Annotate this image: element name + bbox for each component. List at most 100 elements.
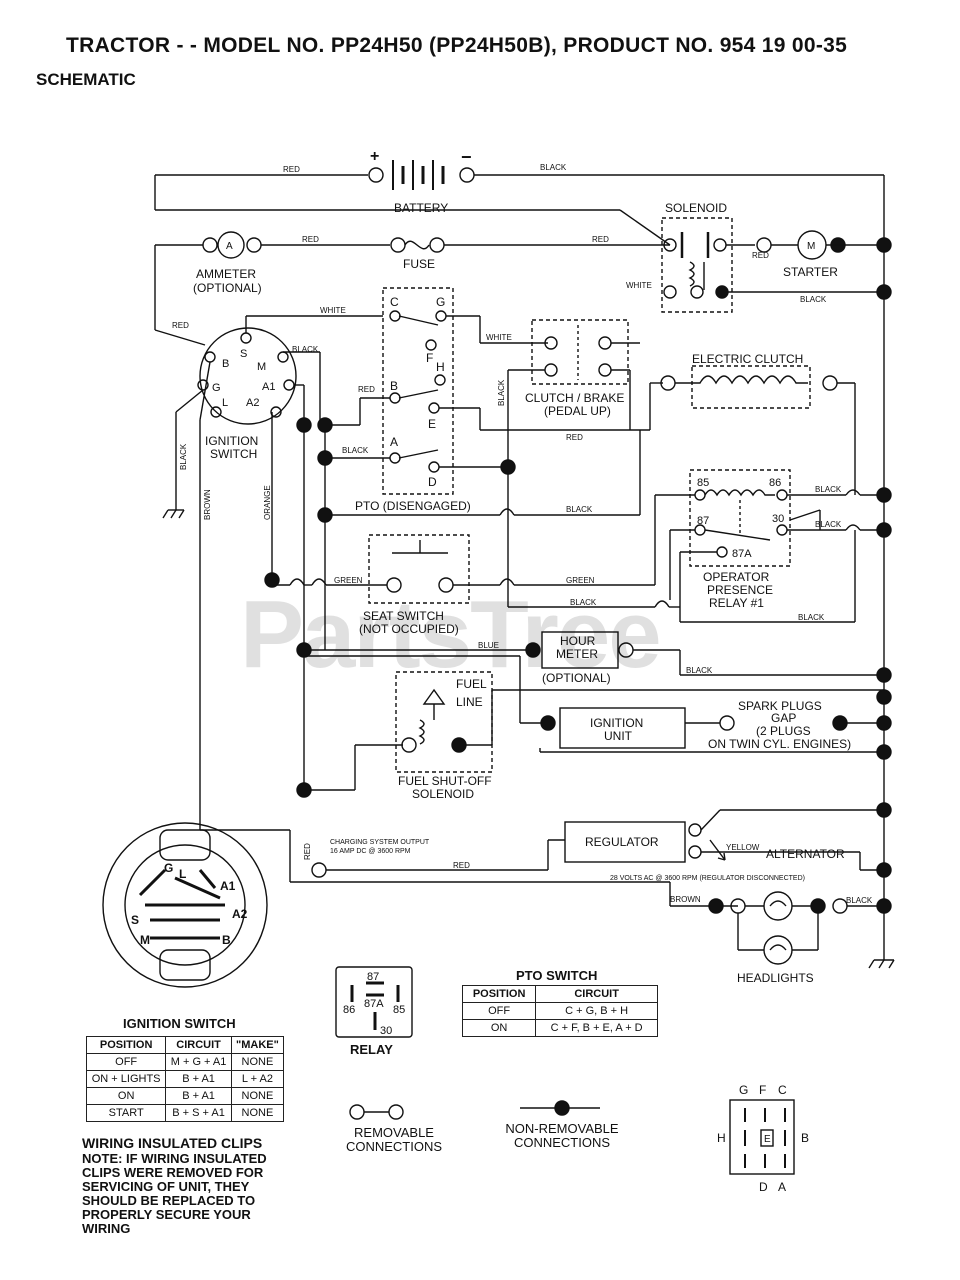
relay-legend-87: 87 (367, 971, 379, 983)
removable-legend-2: CONNECTIONS (345, 1139, 443, 1154)
table-row: ON + LIGHTS B + A1 L + A2 (85, 1070, 285, 1088)
wire-label-brown-headlights: BROWN (670, 895, 701, 904)
removable-legend-1: REMOVABLE (354, 1125, 434, 1140)
fuel-shutoff-solenoid (395, 671, 892, 773)
watermark: PartsTree (240, 581, 662, 688)
ign-view-a2: A2 (232, 907, 248, 921)
relay-term-87: 87 (697, 515, 709, 527)
relay-term-86: 86 (769, 477, 781, 489)
alternator-note: 28 VOLTS AC @ 3600 RPM (REGULATOR DISCON… (610, 875, 805, 882)
starter-m: M (807, 241, 815, 252)
seat-switch-label-2: (NOT OCCUPIED) (359, 622, 459, 636)
nonremovable-legend-1: NON-REMOVABLE (505, 1121, 619, 1136)
pto-table-caption: PTO SWITCH (516, 968, 598, 983)
ign-view-s: S (131, 913, 139, 927)
battery-label: BATTERY (394, 201, 448, 215)
wire-label-black-ground: BLACK (179, 443, 188, 470)
note-heading: WIRING INSULATED CLIPS (82, 1135, 263, 1151)
pto-term-b: B (390, 379, 398, 393)
regulator-label: REGULATOR (585, 835, 659, 849)
pto-switch-table: POSITION CIRCUIT OFF C + G, B + H ON C +… (461, 985, 658, 1037)
relay-label-2: PRESENCE (707, 583, 773, 597)
black-seat-relay-wire (507, 467, 680, 608)
alternator-label: ALTERNATOR (766, 847, 845, 861)
wire-label-green-relay: GREEN (566, 576, 595, 585)
table-cell: ON + LIGHTS (85, 1070, 167, 1088)
starter-label: STARTER (783, 265, 838, 279)
ammeter-a: A (226, 241, 233, 252)
wire-label-yellow: YELLOW (726, 843, 760, 852)
wire-label-blue: BLUE (478, 641, 499, 650)
pto-relay-wire (325, 430, 641, 516)
charging-label-2: 16 AMP DC @ 3600 RPM (330, 848, 411, 855)
wire-label-black-ign: BLACK (292, 345, 319, 354)
ign-term-l: L (222, 397, 228, 409)
ign-term-g: G (212, 382, 221, 394)
connection-legend (349, 1100, 600, 1120)
wire-label-black-hour: BLACK (686, 666, 713, 675)
table-row: OFF C + G, B + H (461, 1002, 658, 1020)
spark-label-2: GAP (771, 711, 796, 725)
table-header: "MAKE" (230, 1036, 285, 1054)
table-cell: NONE (230, 1087, 285, 1105)
pto-pin-e: E (764, 1134, 771, 1145)
page-title: TRACTOR - - MODEL NO. PP24H50 (PP24H50B)… (66, 34, 848, 57)
wire-label-red-pto: RED (358, 385, 375, 394)
pto-pin-a: A (778, 1180, 786, 1194)
relay-term-85: 85 (697, 477, 709, 489)
pto-pin-g: G (739, 1083, 748, 1097)
relay-term-30: 30 (772, 513, 784, 525)
pto-pin-c: C (778, 1083, 787, 1097)
table-header: CIRCUIT (535, 985, 658, 1003)
table-row: OFF M + G + A1 NONE (85, 1053, 285, 1071)
battery (154, 160, 884, 246)
ammeter-optional: (OPTIONAL) (193, 281, 262, 295)
wire-label-green-seat: GREEN (334, 576, 363, 585)
ign-term-s: S (240, 348, 247, 360)
note-text: NOTE: IF WIRING INSULATED CLIPS WERE REM… (82, 1151, 267, 1236)
spark-label-3: (2 PLUGS (756, 724, 811, 738)
headlights (708, 891, 895, 969)
regulator-alternator (200, 782, 892, 907)
table-cell: START (85, 1104, 167, 1122)
wire-label-red-regulator: RED (453, 861, 470, 870)
fuel-line-label-1: FUEL (456, 677, 487, 691)
ground-junctions (264, 417, 892, 914)
ignition-switch-label-2: SWITCH (210, 447, 257, 461)
wire-label-white-solenoid: WHITE (626, 281, 652, 290)
wire-label-black-pto: BLACK (342, 446, 369, 455)
relay-legend-diagram (335, 966, 413, 1038)
relay-legend-85: 85 (393, 1004, 405, 1016)
starter (728, 230, 892, 300)
battery-minus: − (461, 147, 472, 167)
ignition-switch-detail (102, 822, 268, 988)
ign-term-b: B (222, 358, 229, 370)
ammeter-fuse-line (154, 231, 670, 346)
table-cell: B + A1 (165, 1087, 232, 1105)
hour-meter (304, 631, 892, 683)
nonremovable-legend: NON-REMOVABLE CONNECTIONS (492, 1122, 632, 1150)
pto-pin-d: D (759, 1180, 768, 1194)
fuse-label: FUSE (403, 257, 435, 271)
seat-switch-label-1: SEAT SWITCH (363, 609, 444, 623)
relay-label-1: OPERATOR (703, 570, 770, 584)
table-cell: B + A1 (165, 1070, 232, 1088)
headlights-label: HEADLIGHTS (737, 971, 814, 985)
pto-pin-b: B (801, 1131, 809, 1145)
table-cell: B + S + A1 (165, 1104, 232, 1122)
wire-label-red-starter: RED (752, 251, 769, 260)
wire-label-orange: ORANGE (263, 485, 272, 520)
ignition-unit-label-1: IGNITION (590, 716, 643, 730)
pto-term-d: D (428, 475, 437, 489)
relay-legend-caption: RELAY (350, 1042, 393, 1057)
wire-label-red-ammeter: RED (302, 235, 319, 244)
wire-label-red-vertical: RED (303, 843, 312, 860)
seat-switch (272, 534, 655, 604)
table-cell: OFF (461, 1002, 537, 1020)
battery-plus: + (370, 148, 379, 165)
pto-pin-f: F (759, 1083, 766, 1097)
ignition-unit-feed (304, 655, 548, 791)
spark-label-4: ON TWIN CYL. ENGINES) (708, 737, 851, 751)
pto-term-f: F (426, 351, 433, 365)
